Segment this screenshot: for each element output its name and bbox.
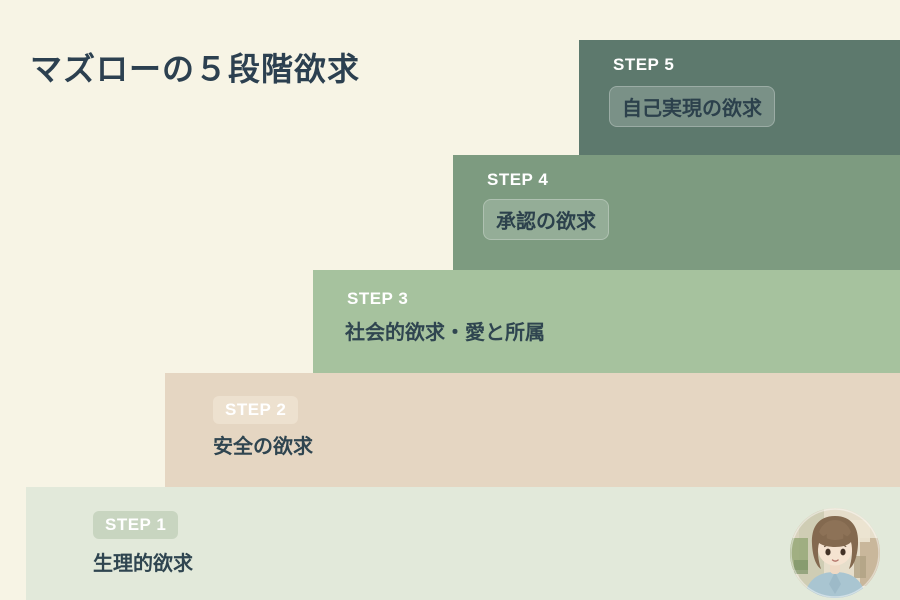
page-title: マズローの５段階欲求: [30, 51, 361, 87]
step-5-block: STEP 5 自己実現の欲求: [579, 40, 900, 155]
step-3-block: STEP 3 社会的欲求・愛と所属: [313, 270, 900, 373]
step-1-block: STEP 1 生理的欲求: [26, 487, 900, 600]
step-2-label-badge: STEP 2: [213, 396, 299, 424]
step-4-label: STEP 4: [487, 170, 549, 189]
step-1-label-badge: STEP 1: [93, 511, 179, 539]
step-3-label: STEP 3: [347, 289, 409, 308]
step-2-need-text: 安全の欲求: [213, 436, 313, 458]
step-1-need-text: 生理的欲求: [93, 553, 193, 575]
step-5-label: STEP 5: [613, 55, 675, 74]
step-4-block: STEP 4 承認の欲求: [453, 155, 900, 270]
step-2-block: STEP 2 安全の欲求: [165, 373, 900, 487]
girl-avatar-photo: [790, 508, 880, 598]
step-5-need-badge: 自己実現の欲求: [609, 86, 775, 127]
step-4-need-badge: 承認の欲求: [483, 199, 609, 240]
step-3-need-text: 社会的欲求・愛と所属: [345, 322, 545, 344]
